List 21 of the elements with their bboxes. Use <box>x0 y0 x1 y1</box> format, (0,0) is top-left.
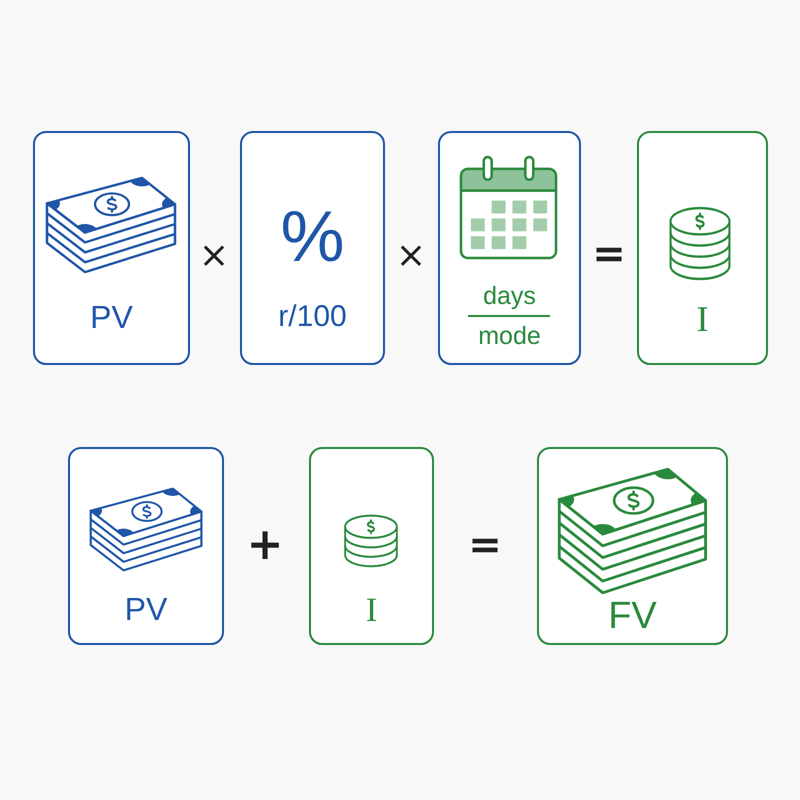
result-card <box>537 447 728 645</box>
term-card <box>309 447 434 645</box>
term-card <box>438 131 581 365</box>
rate-label: r/100 <box>278 300 347 335</box>
term-card <box>33 131 190 365</box>
variable-label: PV <box>124 591 168 628</box>
term-card <box>240 131 385 365</box>
equals-sign: = <box>468 525 502 565</box>
percent-symbol: % <box>280 196 345 279</box>
variable-label: I <box>366 590 378 630</box>
fraction-denominator: mode <box>478 322 541 351</box>
variable-label: PV <box>90 299 133 336</box>
variable-label: FV <box>608 594 657 638</box>
fraction-numerator: days <box>483 282 536 311</box>
equals-sign: = <box>592 234 626 274</box>
variable-label: I <box>696 298 708 340</box>
plus-sign: + <box>246 523 284 567</box>
multiply-sign: × <box>198 238 230 274</box>
multiply-sign: × <box>396 238 426 274</box>
term-card <box>68 447 224 645</box>
result-card <box>637 131 768 365</box>
